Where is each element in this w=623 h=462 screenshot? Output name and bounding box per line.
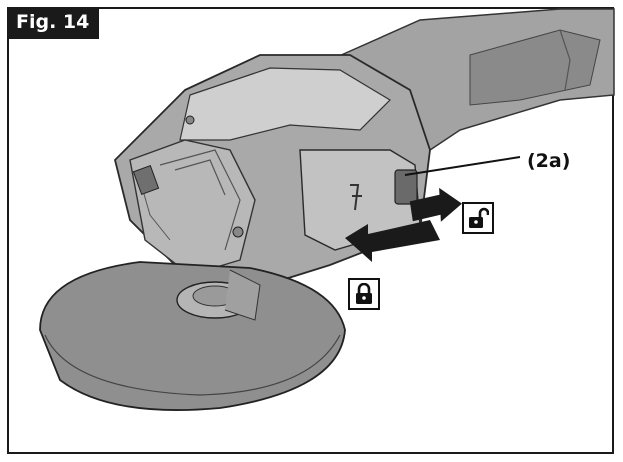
unlock-symbol-box bbox=[462, 202, 494, 234]
callout-leader-line bbox=[404, 156, 521, 176]
slide-lock-arrow bbox=[345, 220, 440, 262]
figure-number-label: Fig. 14 bbox=[7, 7, 100, 39]
lock-slider bbox=[394, 169, 418, 205]
head-front-shroud bbox=[129, 139, 256, 276]
unlocked-padlock-icon bbox=[469, 207, 489, 228]
locked-padlock-icon bbox=[356, 283, 372, 304]
part-callout-2a: (2a) bbox=[527, 150, 571, 172]
push-arrow bbox=[409, 187, 462, 222]
wheel-guard bbox=[39, 261, 346, 411]
head-top-cover bbox=[179, 67, 391, 141]
lock-symbol-box bbox=[348, 278, 380, 310]
